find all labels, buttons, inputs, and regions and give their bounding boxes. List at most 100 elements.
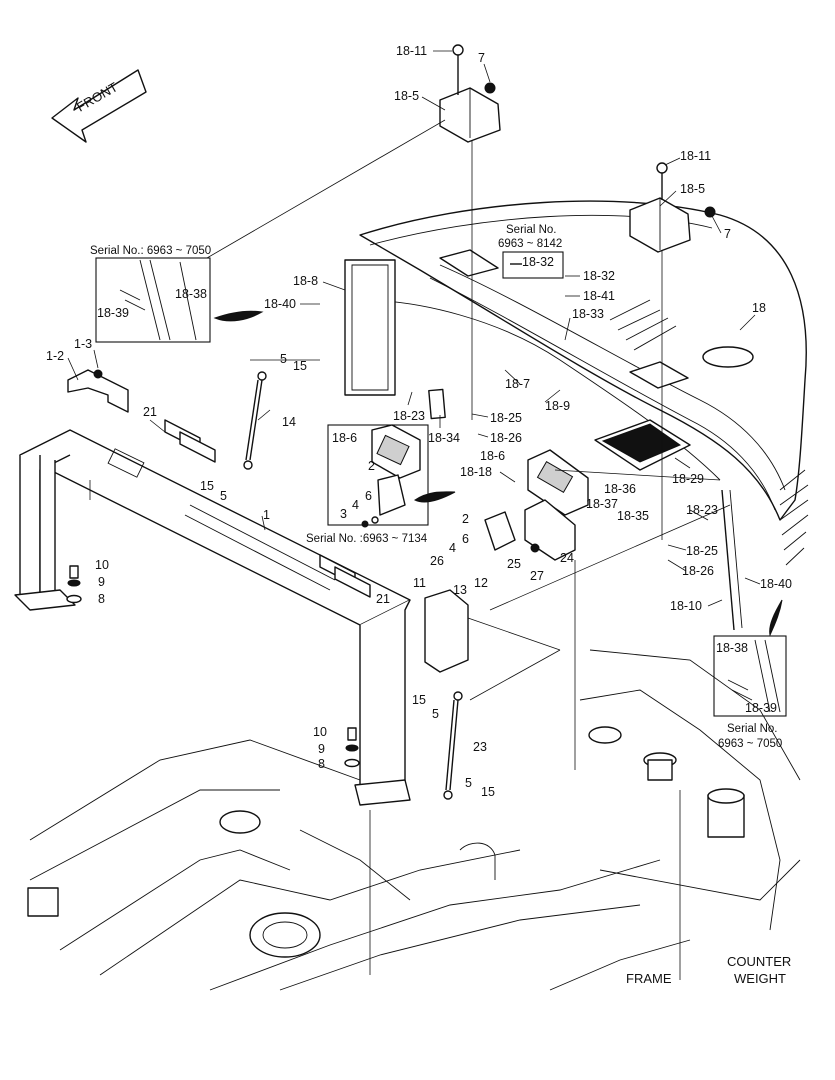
callout: 5: [280, 352, 287, 366]
callout: 18-25: [490, 411, 522, 425]
callout: 15: [481, 785, 495, 799]
callout: 1-2: [46, 349, 64, 363]
callout: 10: [95, 558, 109, 572]
callout: 18-11: [396, 44, 427, 58]
frame-label: FRAME: [626, 971, 672, 986]
callout: 23: [473, 740, 487, 754]
callout: 5: [432, 707, 439, 721]
callout: 26: [430, 554, 444, 568]
callout: 8: [98, 592, 105, 606]
gas-strut-23: [443, 691, 463, 800]
callout: 18-10: [670, 599, 702, 613]
callout: 27: [530, 569, 544, 583]
callout: 18-5: [680, 182, 705, 196]
callout: 18-37: [586, 497, 618, 511]
callout-labels: 18-11 7 18-5 18-11 18-5 7 18 18-8 18-40 …: [46, 44, 792, 799]
bolt-stack-center: [344, 727, 360, 768]
canopy-hood: [344, 200, 809, 566]
callout: 18-9: [545, 399, 570, 413]
callout: 2: [462, 512, 469, 526]
callout: 18-29: [672, 472, 704, 486]
callout: 18-5: [394, 89, 419, 103]
leader-lines: [67, 50, 761, 607]
callout: 18-23: [393, 409, 425, 423]
callout: 24: [560, 551, 574, 565]
callout: 6: [462, 532, 469, 546]
callout: 18-36: [604, 482, 636, 496]
gas-strut-14: [243, 359, 320, 470]
callout: 18-35: [617, 509, 649, 523]
serial-note-top-left: Serial No.: 6963 ~ 7050: [90, 245, 211, 257]
callout: 18-26: [490, 431, 522, 445]
callout: 18-38: [175, 287, 207, 301]
callout: 18-33: [572, 307, 604, 321]
callout: 18-32: [583, 269, 615, 283]
callout: 15: [293, 359, 307, 373]
bracket-1-2: [67, 369, 129, 413]
callout: 1-3: [74, 337, 92, 351]
callout: 3: [340, 507, 347, 521]
callout: 18-39: [97, 306, 129, 320]
callout: 21: [143, 405, 157, 419]
serial-note-middle: Serial No. :6963 ~ 7134: [306, 533, 428, 545]
counter-weight-label-2: WEIGHT: [734, 971, 786, 986]
callout: 15: [412, 693, 426, 707]
region-labels: FRAME COUNTER WEIGHT: [626, 954, 791, 986]
callout: 14: [282, 415, 296, 429]
callout: 18: [752, 301, 766, 315]
callout: 9: [318, 742, 325, 756]
callout: 18-38: [716, 641, 748, 655]
callout: 18-26: [682, 564, 714, 578]
cover-11: [424, 589, 561, 701]
front-arrow: FRONT: [51, 69, 147, 143]
callout: 7: [724, 227, 731, 241]
callout: 9: [98, 575, 105, 589]
callout: 18-6: [480, 449, 505, 463]
serial-note-bottom-right-2: 6963 ~ 7050: [718, 738, 782, 750]
callout: 6: [365, 489, 372, 503]
callout: 18-25: [686, 544, 718, 558]
serial-note-top-center-2: 6963 ~ 8142: [498, 238, 562, 250]
callout: 10: [313, 725, 327, 739]
hinge-right: [629, 162, 716, 540]
callout: 1: [263, 508, 270, 522]
callout: 18-11: [680, 149, 711, 163]
callout: 18-18: [460, 465, 492, 479]
callout: 25: [507, 557, 521, 571]
bolt-stack-left: [66, 565, 82, 604]
callout: 21: [376, 592, 390, 606]
wedge-21-bottom: [319, 554, 371, 598]
serial-notes: Serial No.: 6963 ~ 7050 Serial No. 6963 …: [90, 224, 782, 750]
inset-box-bottom-right: [713, 599, 787, 717]
callout: 18-8: [293, 274, 318, 288]
main-frame: [14, 429, 411, 806]
inset-box-top-left: [95, 257, 264, 343]
callout: 18-41: [583, 289, 615, 303]
callout: 5: [465, 776, 472, 790]
callout: 18-40: [264, 297, 296, 311]
callout: 18-34: [428, 431, 460, 445]
callout: 18-7: [505, 377, 530, 391]
serial-note-bottom-right-1: Serial No.: [727, 723, 778, 735]
callout: 2: [368, 459, 375, 473]
callout: 18-39: [745, 701, 777, 715]
callout: 18-32: [522, 255, 554, 269]
inset-latch-box: [327, 424, 456, 528]
callout: 18-6: [332, 431, 357, 445]
serial-box-18-32: [502, 251, 564, 279]
callout: 5: [220, 489, 227, 503]
lower-frame: [27, 469, 801, 991]
callout: 18-40: [760, 577, 792, 591]
callout: 15: [200, 479, 214, 493]
callout: 11: [413, 576, 426, 590]
counter-weight-label-1: COUNTER: [727, 954, 791, 969]
callout: 13: [453, 583, 467, 597]
latch-assembly: [484, 449, 589, 561]
callout: 4: [352, 498, 359, 512]
seal-strip-18-10: [721, 489, 743, 631]
wedge-21-top: [164, 419, 216, 463]
callout: 4: [449, 541, 456, 555]
callout: 18-23: [686, 503, 718, 517]
callout: 12: [474, 576, 488, 590]
